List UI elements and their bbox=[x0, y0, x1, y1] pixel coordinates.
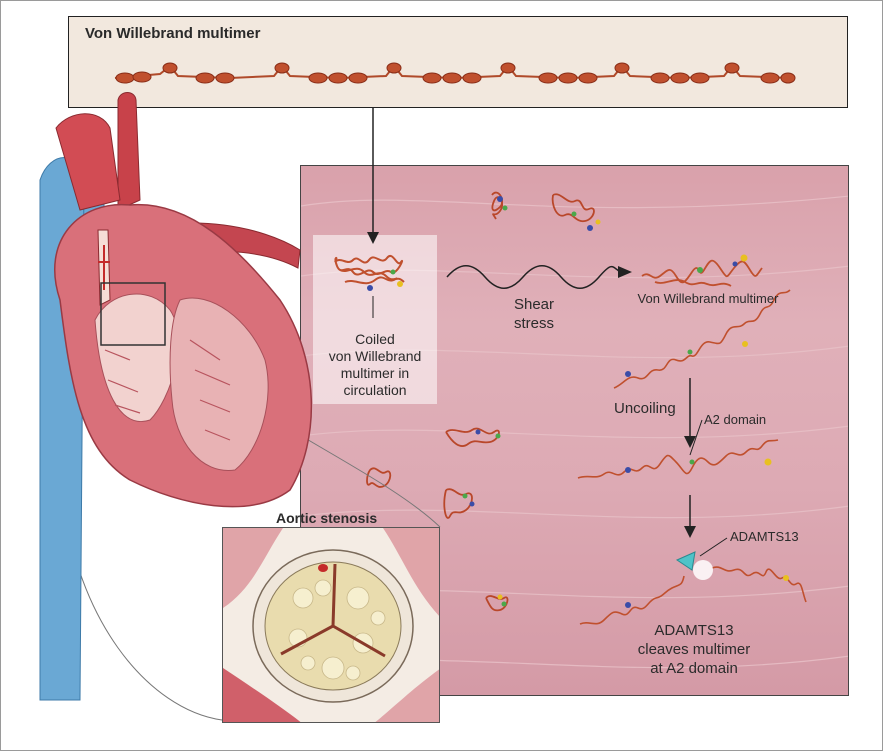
aortic-valve-illustration-icon bbox=[223, 528, 440, 723]
coiled-label-line2: von Willebrand bbox=[329, 347, 422, 365]
cleaves-label-line3: at A2 domain bbox=[650, 660, 738, 678]
adamts13-label: ADAMTS13 bbox=[730, 528, 799, 546]
coiled-label-line1: Coiled bbox=[355, 330, 395, 348]
cleaves-label-line1: ADAMTS13 bbox=[654, 622, 733, 640]
coiled-label-line4: circulation bbox=[343, 381, 406, 399]
vwf-multimer-label: Von Willebrand multimer bbox=[638, 290, 779, 308]
shear-label-line1: Shear bbox=[514, 296, 554, 314]
cleaves-label-line2: cleaves multimer bbox=[638, 641, 751, 659]
uncoiling-label: Uncoiling bbox=[614, 400, 676, 418]
coiled-label-line3: multimer in bbox=[341, 364, 409, 382]
aortic-stenosis-label: Aortic stenosis bbox=[276, 509, 377, 527]
aortic-stenosis-inset bbox=[222, 527, 440, 723]
a2-domain-label: A2 domain bbox=[704, 411, 766, 429]
shear-label-line2: stress bbox=[514, 315, 554, 333]
